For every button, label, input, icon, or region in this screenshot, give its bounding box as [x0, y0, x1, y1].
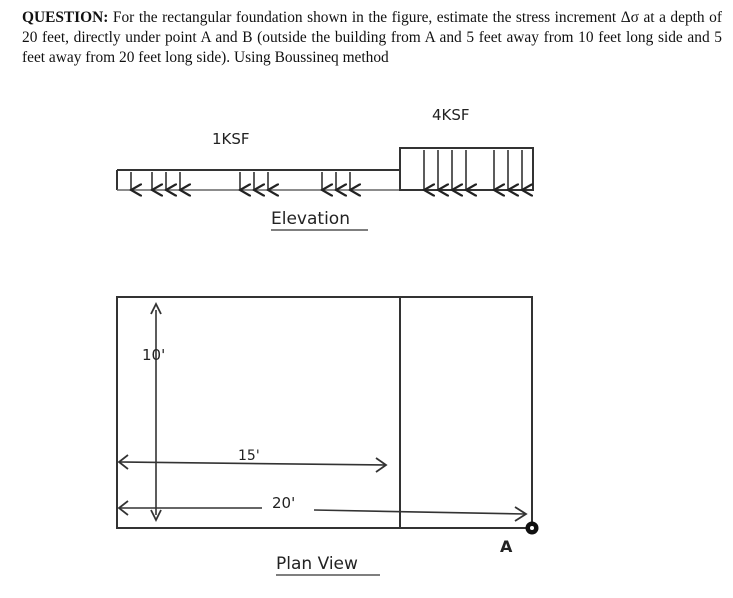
- dim-20-label: 20': [272, 494, 295, 512]
- question-body: For the rectangular foundation shown in …: [22, 9, 722, 66]
- dim-15-label: 15': [238, 448, 260, 464]
- foundation-outline: [116, 296, 533, 529]
- load-label-1ksf: 1KSF: [212, 130, 250, 148]
- point-a-center: [530, 526, 534, 530]
- plan-view-caption: Plan View: [276, 554, 358, 574]
- dim-10-label: 10': [142, 346, 165, 364]
- point-a-label: A: [500, 537, 513, 556]
- load-label-4ksf: 4KSF: [432, 106, 470, 124]
- load-arrows-1ksf: [131, 172, 350, 190]
- question-prefix: QUESTION:: [22, 9, 109, 26]
- elevation-caption: Elevation: [271, 209, 350, 229]
- plan-view-diagram: 10' 15' 20' A Plan View: [116, 296, 539, 576]
- dim-20-line-right: [313, 509, 526, 515]
- question-text: QUESTION: For the rectangular foundation…: [22, 8, 722, 68]
- elevation-diagram: 1KSF 4KSF Elevation: [116, 106, 534, 231]
- dim-15-line: [119, 461, 386, 466]
- load-arrows-4ksf: [424, 150, 522, 190]
